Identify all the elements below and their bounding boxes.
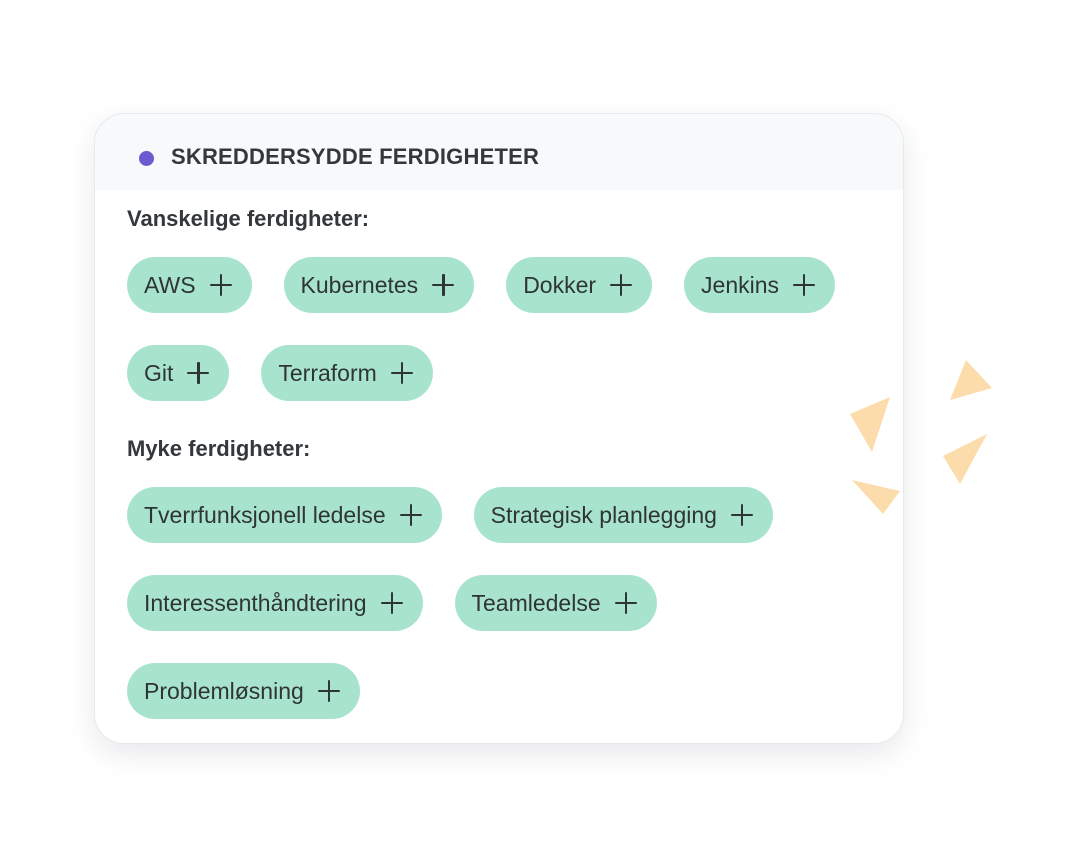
status-dot [139,151,154,166]
skill-chip-kubernetes[interactable]: Kubernetes [283,257,475,313]
skill-chip-dokker[interactable]: Dokker [506,257,653,313]
skill-chip-label: Kubernetes [300,271,419,298]
skill-chip-tverrfunksjonell-ledelse[interactable]: Tverrfunksjonell ledelse [127,487,442,543]
skill-chip-aws[interactable]: AWS [127,257,252,313]
confetti-shard [943,434,987,484]
skill-chip-label: Git [144,359,174,386]
skill-chip-label: Terraform [278,359,377,386]
skill-chip-git[interactable]: Git [127,345,230,401]
confetti-decoration [850,360,992,514]
hard-skills-title: Vanskelige ferdigheter: [127,206,370,231]
skill-chip-label: Interessenthåndtering [144,589,367,616]
soft-skills-row-1: Tverrfunksjonell ledelse Strategisk plan… [127,487,773,543]
soft-skills-row-3: Problemløsning [127,663,360,719]
skill-chip-label: Tverrfunksjonell ledelse [144,501,386,528]
hard-skills-row-1: AWS Kubernetes Dokker Jenkins [127,257,836,313]
skill-chip-problemlosning[interactable]: Problemløsning [127,663,360,719]
plus-icon [432,274,455,296]
skill-chip-label: Dokker [523,271,597,298]
plus-icon [399,504,422,526]
skill-chip-teamledelse[interactable]: Teamledelse [454,575,657,631]
confetti-shard [950,360,992,400]
skill-chip-label: Strategisk planlegging [490,501,717,528]
plus-icon [390,362,413,384]
confetti-shard [850,397,890,452]
plus-icon [209,274,232,296]
plus-icon [610,274,633,296]
soft-skills-row-2: Interessenthåndtering Teamledelse [127,575,657,631]
skill-chip-label: Problemløsning [144,677,304,704]
skill-chip-strategisk-planlegging[interactable]: Strategisk planlegging [473,487,773,543]
plus-icon [187,362,210,384]
skill-chip-terraform[interactable]: Terraform [261,345,433,401]
skills-card: SKREDDERSYDDE FERDIGHETER Vanskelige fer… [94,113,904,744]
plus-icon [730,504,753,526]
skill-chip-label: Jenkins [701,271,780,298]
confetti-shard [852,480,900,514]
skill-chip-jenkins[interactable]: Jenkins [684,257,836,313]
soft-skills-title: Myke ferdigheter: [127,436,311,461]
skill-chip-label: AWS [144,271,196,298]
skill-chip-interessenthandtering[interactable]: Interessenthåndtering [127,575,423,631]
plus-icon [614,592,637,614]
hard-skills-row-2: Git Terraform [127,345,433,401]
skill-chip-label: Teamledelse [471,589,601,616]
plus-icon [793,274,816,296]
plus-icon [380,592,403,614]
plus-icon [317,680,340,702]
card-title: SKREDDERSYDDE FERDIGHETER [171,144,540,169]
card-header: SKREDDERSYDDE FERDIGHETER [95,114,903,190]
